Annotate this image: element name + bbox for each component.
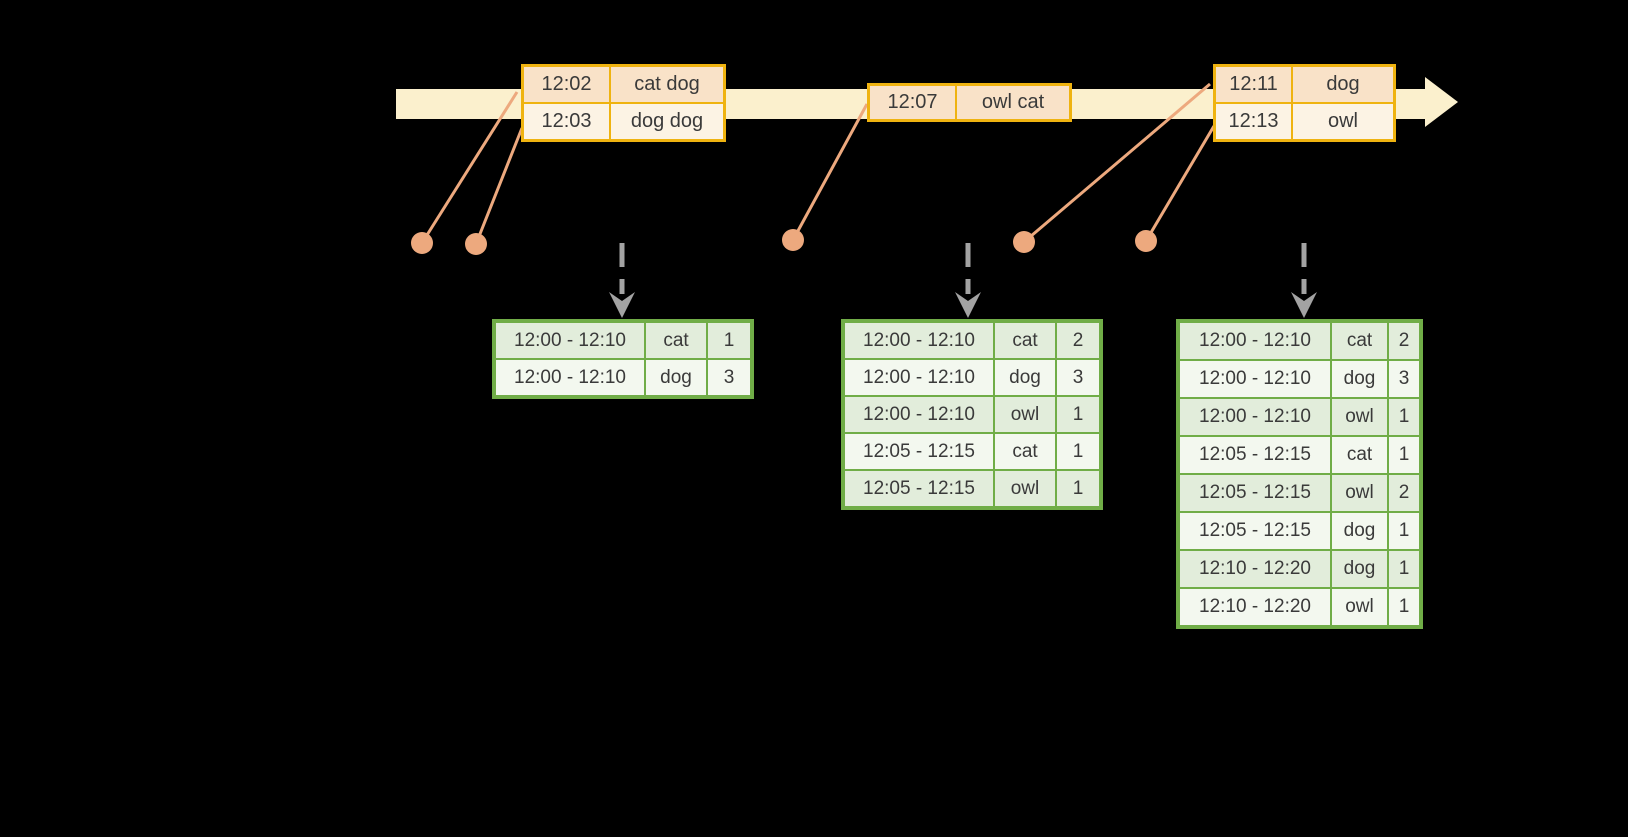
result-count-cell: 1 [1057, 434, 1099, 469]
event-connector-line [420, 91, 519, 244]
result-window-cell: 12:00 - 12:10 [845, 397, 993, 432]
result-count-cell: 1 [1389, 589, 1419, 625]
result-window-cell: 12:05 - 12:15 [845, 471, 993, 506]
result-window-cell: 12:00 - 12:10 [1180, 323, 1330, 359]
result-count-cell: 2 [1389, 475, 1419, 511]
event-time-cell: 12:13 [1216, 104, 1291, 139]
event-table-2: 12:07 owl cat [867, 83, 1072, 122]
event-table-1: 12:02 cat dog 12:03 dog dog [521, 64, 726, 142]
event-words-cell: cat dog [611, 67, 723, 102]
result-word-cell: cat [995, 323, 1055, 358]
result-count-cell: 3 [1057, 360, 1099, 395]
event-words-cell: owl cat [957, 86, 1069, 119]
result-count-cell: 1 [708, 323, 750, 358]
result-count-cell: 3 [708, 360, 750, 395]
result-word-cell: cat [995, 434, 1055, 469]
event-dot [782, 229, 804, 251]
result-word-cell: cat [646, 323, 706, 358]
event-time-axis-arrowhead-icon [1425, 77, 1458, 127]
result-word-cell: owl [1332, 475, 1387, 511]
result-window-cell: 12:05 - 12:15 [845, 434, 993, 469]
result-word-cell: dog [1332, 513, 1387, 549]
event-dot [465, 233, 487, 255]
event-words-cell: dog [1293, 67, 1393, 102]
event-time-cell: 12:02 [524, 67, 609, 102]
event-connector-line [1144, 125, 1216, 242]
result-count-cell: 1 [1057, 397, 1099, 432]
result-count-cell: 1 [1389, 437, 1419, 473]
result-table-2: 12:00 - 12:10 cat 2 12:00 - 12:10 dog 3 … [841, 319, 1103, 510]
result-window-cell: 12:10 - 12:20 [1180, 551, 1330, 587]
result-word-cell: owl [1332, 399, 1387, 435]
event-dot [1135, 230, 1157, 252]
result-word-cell: cat [1332, 437, 1387, 473]
event-dot [1013, 231, 1035, 253]
result-window-cell: 12:10 - 12:20 [1180, 589, 1330, 625]
result-count-cell: 2 [1057, 323, 1099, 358]
result-count-cell: 1 [1057, 471, 1099, 506]
result-word-cell: dog [1332, 551, 1387, 587]
trigger-arrow-head-icon [609, 292, 635, 318]
event-time-cell: 12:03 [524, 104, 609, 139]
result-window-cell: 12:05 - 12:15 [1180, 475, 1330, 511]
event-dot [411, 232, 433, 254]
result-window-cell: 12:00 - 12:10 [1180, 361, 1330, 397]
event-time-cell: 12:11 [1216, 67, 1291, 102]
event-connector-line [474, 127, 524, 245]
event-words-cell: owl [1293, 104, 1393, 139]
result-count-cell: 2 [1389, 323, 1419, 359]
result-word-cell: owl [1332, 589, 1387, 625]
result-count-cell: 1 [1389, 551, 1419, 587]
result-count-cell: 1 [1389, 513, 1419, 549]
result-count-cell: 3 [1389, 361, 1419, 397]
result-word-cell: owl [995, 397, 1055, 432]
result-window-cell: 12:05 - 12:15 [1180, 513, 1330, 549]
result-window-cell: 12:00 - 12:10 [845, 323, 993, 358]
event-table-3: 12:11 dog 12:13 owl [1213, 64, 1396, 142]
event-connector-line [791, 103, 869, 241]
result-word-cell: dog [646, 360, 706, 395]
event-time-cell: 12:07 [870, 86, 955, 119]
result-count-cell: 1 [1389, 399, 1419, 435]
result-window-cell: 12:05 - 12:15 [1180, 437, 1330, 473]
trigger-arrow-head-icon [955, 292, 981, 318]
event-words-cell: dog dog [611, 104, 723, 139]
result-word-cell: dog [995, 360, 1055, 395]
result-window-cell: 12:00 - 12:10 [845, 360, 993, 395]
result-word-cell: owl [995, 471, 1055, 506]
result-word-cell: cat [1332, 323, 1387, 359]
result-window-cell: 12:00 - 12:10 [1180, 399, 1330, 435]
result-table-3: 12:00 - 12:10 cat 2 12:00 - 12:10 dog 3 … [1176, 319, 1423, 629]
result-word-cell: dog [1332, 361, 1387, 397]
trigger-arrow-head-icon [1291, 292, 1317, 318]
result-window-cell: 12:00 - 12:10 [496, 360, 644, 395]
result-window-cell: 12:00 - 12:10 [496, 323, 644, 358]
result-table-1: 12:00 - 12:10 cat 1 12:00 - 12:10 dog 3 [492, 319, 754, 399]
event-connector-line [1023, 82, 1211, 244]
